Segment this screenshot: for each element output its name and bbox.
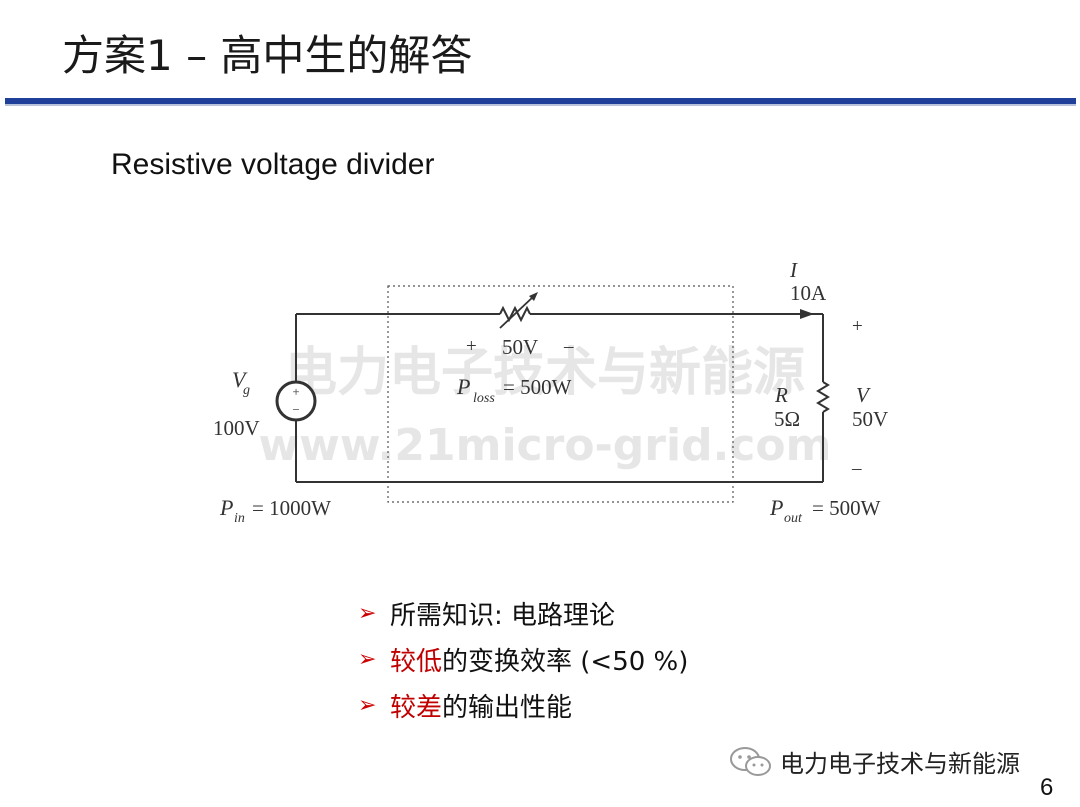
title-rule bbox=[5, 98, 1076, 104]
footer-account-name: 电力电子技术与新能源 bbox=[780, 750, 1020, 778]
output-voltage-label: V bbox=[856, 383, 871, 407]
bullet-list: ➢ 所需知识: 电路理论 ➢ 较低 的变换效率 (<50 %) ➢ 较差 的输出… bbox=[358, 590, 688, 728]
svg-text:+: + bbox=[292, 384, 299, 399]
output-voltage-value: 50V bbox=[852, 407, 888, 431]
bullet-text: 的变换效率 (<50 %) bbox=[442, 646, 689, 677]
source-label: V bbox=[232, 367, 248, 392]
wechat-icon bbox=[730, 746, 771, 776]
current-value: 10A bbox=[790, 281, 827, 305]
circuit-wires bbox=[295, 313, 824, 483]
var-res-minus: – bbox=[563, 336, 574, 357]
bullet-highlight: 较低 bbox=[390, 646, 443, 677]
load-resistor-icon bbox=[816, 381, 830, 413]
pout-value: = 500W bbox=[812, 496, 881, 520]
loss-label-sub: loss bbox=[473, 391, 495, 406]
bullet-arrow-icon: ➢ bbox=[358, 646, 377, 672]
bullet-text: 的输出性能 bbox=[442, 692, 573, 723]
resistor-label: R bbox=[774, 383, 788, 407]
current-label: I bbox=[789, 258, 798, 282]
slide-subtitle: Resistive voltage divider bbox=[111, 148, 435, 181]
var-res-voltage: 50V bbox=[502, 335, 538, 359]
loss-value: = 500W bbox=[503, 375, 572, 399]
watermark-url: www.21micro-grid.com bbox=[259, 420, 832, 471]
bullet-arrow-icon: ➢ bbox=[358, 600, 377, 626]
bullet-item: ➢ 较低 的变换效率 (<50 %) bbox=[358, 636, 688, 682]
resistor-value: 5Ω bbox=[774, 407, 800, 431]
pin-label-sub: in bbox=[234, 511, 245, 526]
pin-label: P bbox=[219, 495, 233, 520]
output-minus: – bbox=[851, 458, 862, 479]
voltage-source-icon: + − bbox=[275, 380, 317, 422]
pout-label: P bbox=[769, 495, 783, 520]
bullet-item: ➢ 所需知识: 电路理论 bbox=[358, 590, 688, 636]
source-value: 100V bbox=[213, 416, 260, 440]
bullet-highlight: 较差 bbox=[390, 692, 443, 723]
title-rule-shadow bbox=[5, 104, 1076, 106]
output-plus: + bbox=[852, 316, 863, 337]
var-res-plus: + bbox=[466, 336, 477, 357]
loss-label: P bbox=[456, 374, 470, 399]
pin-value: = 1000W bbox=[252, 496, 331, 520]
svg-text:−: − bbox=[292, 402, 299, 417]
pout-label-sub: out bbox=[784, 511, 803, 526]
variable-resistor-icon bbox=[499, 292, 538, 329]
watermark-text: 电力电子技术与新能源 bbox=[285, 343, 805, 403]
source-label-sub: g bbox=[243, 383, 250, 398]
slide-title: 方案1 – 高中生的解答 bbox=[62, 31, 473, 80]
footer-account: 电力电子技术与新能源 bbox=[728, 744, 1020, 779]
bullet-arrow-icon: ➢ bbox=[358, 692, 377, 718]
bullet-text: 所需知识: 电路理论 bbox=[390, 600, 616, 631]
current-arrow-icon bbox=[800, 309, 814, 319]
bullet-item: ➢ 较差 的输出性能 bbox=[358, 682, 688, 728]
page-number: 6 bbox=[1040, 774, 1054, 801]
